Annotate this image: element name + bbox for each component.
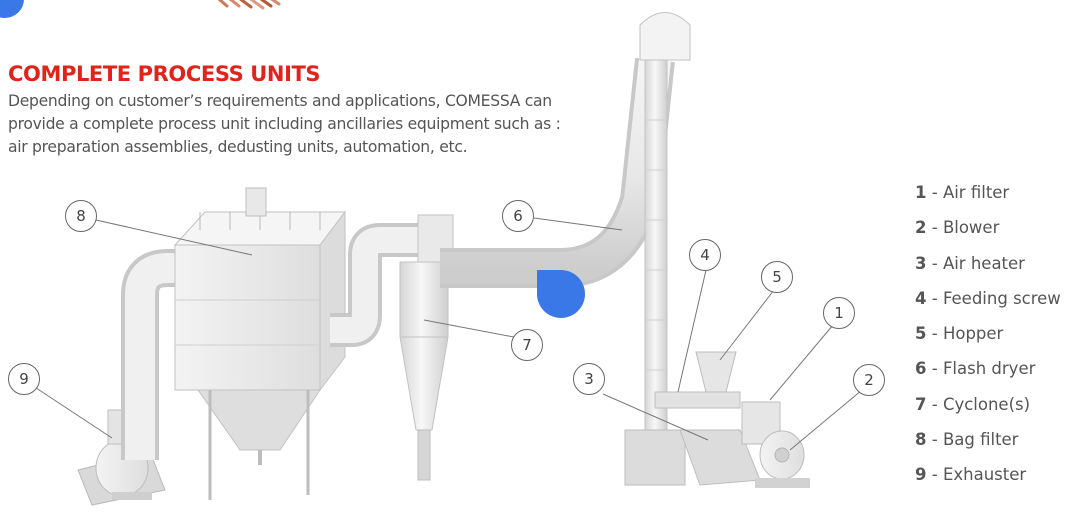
legend-item: 9 - Exhauster (915, 465, 1027, 485)
legend-label: Flash dryer (942, 359, 1036, 379)
legend-label: Air filter (942, 183, 1010, 202)
legend-number: 7 (915, 394, 927, 414)
callout-number: 8 (76, 207, 86, 225)
callout-6: 6 (502, 200, 534, 232)
description-line: air preparation assemblies, dedusting un… (8, 138, 468, 156)
feeding-screw (654, 391, 741, 409)
legend-label: Blower (942, 218, 1000, 238)
page-description: Depending on customer’s requirements and… (8, 90, 668, 159)
callout-9: 9 (8, 363, 40, 395)
callout-number: 6 (513, 207, 523, 225)
callout-4: 4 (689, 239, 721, 271)
callout-2: 2 (853, 364, 885, 396)
legend-item: 2 - Blower (915, 218, 1000, 238)
legend-number: 8 (915, 430, 927, 450)
legend-number: 2 (915, 218, 927, 238)
description-line: provide a complete process unit includin… (8, 115, 561, 133)
callout-8: 8 (65, 200, 97, 232)
callout-number: 9 (19, 370, 29, 388)
callout-number: 5 (772, 268, 782, 286)
hopper (695, 351, 737, 393)
legend-label: Hopper (942, 324, 1004, 344)
decorative-stripes-icon (217, 0, 281, 10)
callout-number: 2 (864, 371, 874, 389)
callout-number: 3 (584, 370, 594, 388)
callout-3: 3 (573, 363, 605, 395)
callout-number: 4 (700, 246, 710, 264)
accent-blue-shape (537, 270, 585, 318)
legend-label: Cyclone(s) (942, 394, 1031, 414)
legend-label: Feeding screw (942, 288, 1061, 308)
legend-number: 1 (915, 183, 927, 202)
legend-item: 5 - Hopper (915, 324, 1004, 344)
page-title: COMPLETE PROCESS UNITS (8, 62, 321, 86)
exhauster (77, 409, 166, 506)
legend-number: 9 (915, 465, 927, 485)
legend-number: 6 (915, 359, 927, 379)
legend-item: 8 - Bag filter (915, 430, 1019, 450)
bag-filter (173, 187, 347, 500)
legend-number: 5 (915, 324, 927, 344)
legend-item: 7 - Cyclone(s) (915, 394, 1031, 414)
legend-item: 3 - Air heater (915, 253, 1025, 273)
callout-5: 5 (761, 261, 793, 293)
legend-label: Air heater (942, 253, 1025, 273)
legend-number: 4 (915, 288, 927, 308)
legend-label: Exhauster (942, 465, 1027, 485)
callout-7: 7 (511, 329, 543, 361)
legend-label: Bag filter (942, 430, 1019, 450)
blower (755, 430, 810, 488)
callout-1: 1 (823, 297, 855, 329)
callout-number: 1 (834, 304, 844, 322)
equipment-legend: 1 - Air filter 2 - Blower 3 - Air heater… (915, 180, 1061, 498)
legend-item: 4 - Feeding screw (915, 288, 1061, 308)
legend-item: 1 - Air filter (915, 183, 1010, 202)
legend-number: 3 (915, 253, 927, 273)
flash-dryer (624, 12, 691, 486)
callout-number: 7 (522, 336, 532, 354)
legend-item: 6 - Flash dryer (915, 359, 1036, 379)
description-line: Depending on customer’s requirements and… (8, 92, 552, 110)
